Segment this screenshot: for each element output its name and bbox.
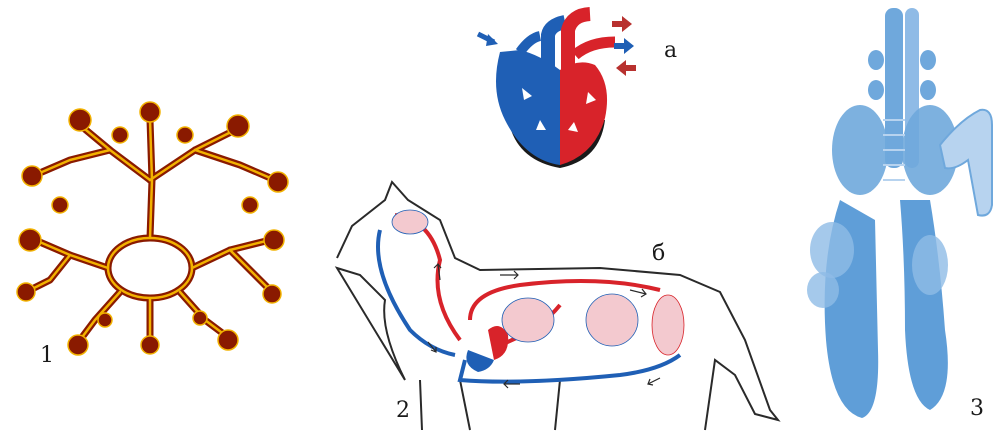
branched-gland-illustration <box>17 102 288 355</box>
heart-illustration <box>478 14 636 168</box>
circulation-label: б <box>652 243 665 265</box>
figure-1-label: 1 <box>40 345 54 367</box>
dog-circulation-illustration <box>337 182 778 430</box>
figure-2-label: 2 <box>396 400 410 422</box>
heart-label: а <box>664 40 677 62</box>
respiratory-organ-illustration <box>807 8 992 418</box>
figure-3-label: 3 <box>970 398 984 420</box>
